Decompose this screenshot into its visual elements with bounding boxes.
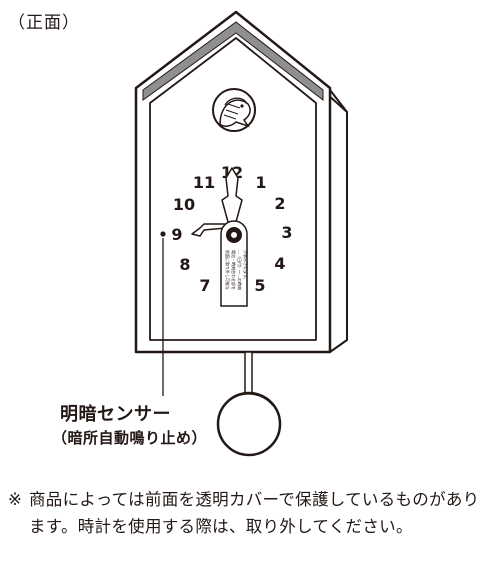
caution-note: ※ 商品によっては前面を透明カバーで保護しているものがあります。時計を使用する際… (8, 486, 494, 540)
plate-text-1: 前面に取り外し可能な (225, 250, 231, 290)
numeral-9: 9 (171, 225, 182, 244)
plate-text-4: が表示されます。 (243, 250, 249, 282)
numeral-8: 8 (179, 255, 190, 274)
numeral-4: 4 (274, 254, 285, 273)
hour-hand-icon (191, 223, 227, 237)
sensor-label-title: 明暗センサー (60, 404, 171, 425)
plate-text-3: …（日付）～…の時刻 (237, 250, 243, 290)
light-sensor-dot (160, 231, 166, 237)
note-mark: ※ (8, 490, 23, 509)
numeral-11: 11 (193, 173, 215, 192)
pendulum (216, 351, 282, 457)
numeral-2: 2 (274, 194, 285, 213)
numeral-3: 3 (281, 223, 292, 242)
sensor-label-subtitle: （暗所自動鳴り止め） (52, 429, 208, 447)
hand-label-plate: 前面に取り外し可能な 電池・時刻合わせ部を …（日付）～…の時刻 が表示されます… (220, 220, 249, 307)
note-text: 商品によっては前面を透明カバーで保護しているものがあります。時計を使用する際は、… (29, 490, 480, 536)
minute-hand-icon (221, 167, 243, 223)
numeral-1: 1 (255, 173, 266, 192)
numeral-10: 10 (173, 195, 195, 214)
clock-hands (191, 167, 243, 237)
clock-side-panel (329, 89, 348, 353)
numeral-5: 5 (254, 276, 265, 295)
bird-emblem-icon (212, 88, 256, 132)
view-label: （正面） (8, 13, 80, 33)
pendulum-bob (216, 391, 282, 457)
roof-band (142, 21, 324, 102)
plate-text-2: 電池・時刻合わせ部を (231, 250, 237, 290)
numeral-7: 7 (199, 276, 210, 295)
